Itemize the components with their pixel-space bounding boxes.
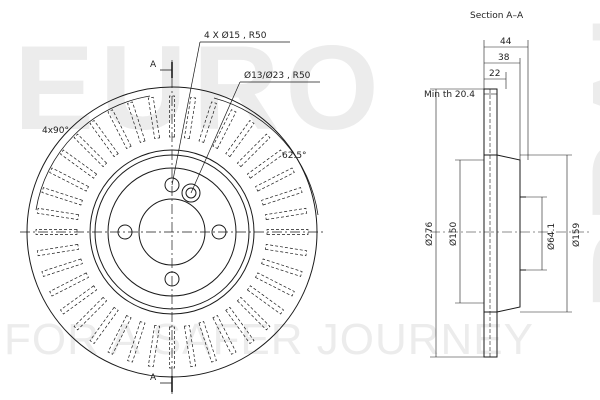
vent-slot <box>89 120 119 158</box>
rotor-outer-plate <box>483 88 498 358</box>
vent-slot <box>169 95 175 138</box>
min-thickness: Min th 20.4 <box>424 90 475 100</box>
vent-slot <box>246 285 284 315</box>
vent-slot <box>49 167 89 192</box>
vent-slot <box>127 321 146 363</box>
dim-overall-width: 44 <box>500 37 512 47</box>
vent-slot <box>264 243 308 257</box>
angle-arc-62-5 <box>213 97 319 216</box>
vent-slot <box>255 167 295 192</box>
vent-slot <box>89 306 119 344</box>
vent-slot <box>36 207 80 221</box>
vent-slot <box>183 96 197 140</box>
watermark-tagline: FOR A SAFER JOURNEY <box>4 315 534 364</box>
vent-slot <box>73 296 108 331</box>
vent-slot <box>255 272 295 297</box>
vent-slots <box>35 95 309 369</box>
vent-slot <box>169 326 175 369</box>
vent-slot <box>36 243 80 257</box>
vent-slot <box>183 324 197 368</box>
vent-slot <box>236 133 271 168</box>
locating-hole-inner <box>185 187 197 199</box>
vent-slot <box>49 272 89 297</box>
vent-slot <box>261 187 303 206</box>
vent-slot <box>236 296 271 331</box>
vent-slot <box>198 321 217 363</box>
vent-slot <box>212 315 237 355</box>
leader-center-hole <box>190 81 241 194</box>
section-marker-bottom: A <box>150 373 157 383</box>
vent-slot <box>212 109 237 149</box>
vent-slot <box>198 101 217 143</box>
front-view <box>20 41 325 395</box>
center-hole-note: Ø13/Ø23 , R50 <box>244 70 311 81</box>
hat-flange <box>484 154 497 313</box>
angle-bolt-spacing: 4x90° <box>42 126 69 136</box>
dia-center-bore: Ø64.1 <box>546 223 557 250</box>
dia-friction-inner: Ø150 <box>448 221 459 246</box>
dim-hat-width: 22 <box>489 69 500 79</box>
vent-slot <box>147 324 161 368</box>
vent-slot <box>107 109 132 149</box>
vent-slot <box>225 120 255 158</box>
dia-outer: Ø276 <box>424 221 435 246</box>
dim-mid-width: 38 <box>498 53 510 63</box>
vent-slot <box>107 315 132 355</box>
dia-hat: Ø159 <box>571 222 582 247</box>
vent-slot <box>266 229 309 235</box>
vent-slot <box>41 258 83 277</box>
vent-slot <box>127 101 146 143</box>
vent-slot <box>60 285 98 315</box>
vent-slot <box>225 306 255 344</box>
section-view <box>430 40 590 358</box>
section-title: Section A–A <box>470 11 524 21</box>
angle-arc-4x90 <box>35 95 151 211</box>
vent-slot <box>147 96 161 140</box>
vent-slot <box>60 149 98 179</box>
vent-slot <box>41 187 83 206</box>
section-marker-top: A <box>150 60 157 70</box>
vent-slot <box>246 149 284 179</box>
vent-slot <box>35 229 78 235</box>
vent-slot <box>264 207 308 221</box>
vent-slot <box>261 258 303 277</box>
bolt-holes-note: 4 X Ø15 , R50 <box>204 30 267 41</box>
vent-slot <box>73 133 108 168</box>
leader-bolt-holes <box>171 41 201 186</box>
angle-offset: 62.5° <box>282 151 307 161</box>
watermark-euro: EURO <box>14 21 385 155</box>
hat-profile <box>496 154 521 313</box>
locating-hole-outer <box>181 183 201 203</box>
